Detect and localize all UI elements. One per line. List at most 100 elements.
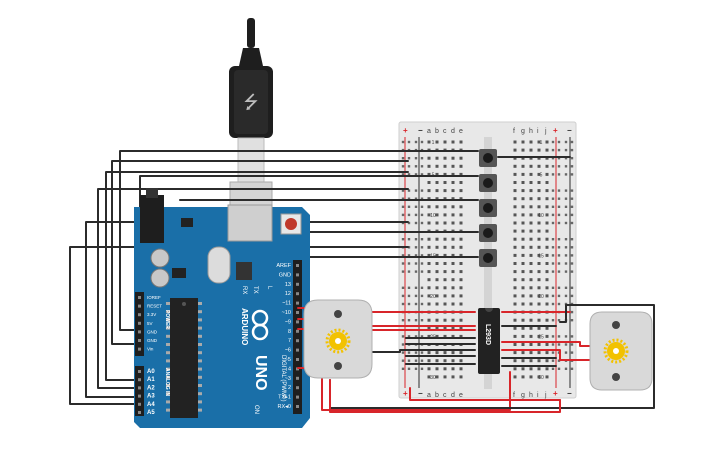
breadboard-column-h: h xyxy=(529,128,533,135)
dc-motor-right[interactable] xyxy=(589,311,653,391)
usb-icon: ⭍ xyxy=(244,92,259,113)
rail-minus-top-left: − xyxy=(418,126,423,135)
power-pin-label: GND xyxy=(147,338,158,343)
wire-black-2[interactable] xyxy=(111,160,409,345)
push-button-2[interactable] xyxy=(479,174,497,192)
breadboard-column-j: j xyxy=(544,128,547,135)
push-button-1[interactable] xyxy=(479,149,497,167)
breadboard-column-d-bottom: d xyxy=(451,392,455,399)
wire-red-chip-right-3[interactable] xyxy=(501,349,591,361)
breadboard-column-i-bottom: i xyxy=(537,392,539,399)
digital-pin-label: ~10 xyxy=(282,310,291,316)
digital-pin-label: ~3 xyxy=(285,376,291,382)
digital-header[interactable] xyxy=(293,260,302,414)
breadboard-row-number-30-right: 30 xyxy=(538,375,544,381)
breadboard-row-number-10: 10 xyxy=(430,213,436,219)
breadboard-row-number-20: 20 xyxy=(430,294,436,300)
digital-pin-label: GND xyxy=(279,272,291,278)
wire-black-motor-left[interactable] xyxy=(369,349,476,353)
breadboard-row-number-10-right: 10 xyxy=(538,213,544,219)
power-pin-label: RESET xyxy=(147,304,162,309)
digital-section-label: DIGITAL (PWM~) xyxy=(280,355,286,402)
arduino-uno-board[interactable]: ARDUINO UNO TX RX L ON DIGITAL (PWM~) AN… xyxy=(134,188,310,428)
wire-red-bottom-loop[interactable] xyxy=(329,379,561,413)
breadboard-column-c: c xyxy=(443,128,447,135)
breadboard-column-f-bottom: f xyxy=(513,392,515,399)
power-pin-label: GND xyxy=(147,329,158,334)
atmega-chip xyxy=(170,298,198,418)
l293d-driver-chip[interactable]: L293D xyxy=(478,308,500,374)
breadboard-row-number-15-right: 15 xyxy=(538,253,544,259)
digital-pin-label: 8 xyxy=(288,329,291,335)
breadboard-row-number-20-right: 20 xyxy=(538,294,544,300)
breadboard-holes[interactable] xyxy=(401,140,574,379)
analog-pin-label: A2 xyxy=(147,385,155,391)
breadboard-column-f: f xyxy=(513,128,515,135)
rail-plus-bottom-left: + xyxy=(403,389,408,398)
on-led-label: ON xyxy=(253,405,259,414)
arduino-model-label: UNO xyxy=(252,355,269,391)
rail-plus-bottom-right: + xyxy=(553,389,558,398)
wire-black-1[interactable] xyxy=(119,150,273,331)
wire-red-rail-bottom[interactable] xyxy=(409,387,561,401)
breadboard-column-g-bottom: g xyxy=(521,392,525,399)
breadboard-row-number-30: 30 xyxy=(430,375,436,381)
breadboard-column-i: i xyxy=(537,128,539,135)
digital-pin-label: ~6 xyxy=(285,348,291,354)
wires-front[interactable] xyxy=(297,304,655,413)
analog-pin-label: A1 xyxy=(147,377,155,383)
digital-pin-label: 7 xyxy=(288,338,291,344)
wire-red-chip-right-2[interactable] xyxy=(501,341,591,347)
analog-pin-label: A4 xyxy=(147,402,155,408)
rx-led-label: RX xyxy=(241,286,247,294)
analog-header[interactable] xyxy=(135,366,144,416)
breadboard-column-a: a xyxy=(427,128,431,135)
header-holes[interactable] xyxy=(138,264,299,414)
motor-left-gear-icon xyxy=(325,328,351,354)
rail-plus-top-left: + xyxy=(403,126,408,135)
breadboard-column-a-bottom: a xyxy=(427,392,431,399)
l-led-label: L xyxy=(266,286,272,290)
digital-pin-label: 12 xyxy=(285,291,291,297)
power-pin-label: 3.3V xyxy=(147,312,156,317)
breadboard-column-b: b xyxy=(435,128,439,135)
digital-pin-label: RX◂0 xyxy=(278,404,291,410)
digital-pin-label: ~9 xyxy=(285,319,291,325)
power-section-label: POWER xyxy=(164,310,170,329)
driver-chip-label: L293D xyxy=(484,324,491,345)
digital-pin-label: AREF xyxy=(276,263,291,269)
breadboard-column-e: e xyxy=(459,128,463,135)
reset-button[interactable] xyxy=(280,213,302,235)
breadboard-row-number-25-right: 25 xyxy=(538,334,544,340)
breadboard-column-c-bottom: c xyxy=(443,392,447,399)
rail-minus-top-right: − xyxy=(567,126,572,135)
digital-pin-label: 4 xyxy=(288,366,291,372)
breadboard-column-b-bottom: b xyxy=(435,392,439,399)
motor-right-gear-icon xyxy=(603,338,629,364)
power-pin-label: Vin xyxy=(147,347,154,352)
breadboard-row-number-5-right: 5 xyxy=(540,172,543,178)
push-button-4[interactable] xyxy=(479,224,497,242)
push-button-5[interactable] xyxy=(479,249,497,267)
digital-pin-label: ~11 xyxy=(282,301,291,307)
push-button-3[interactable] xyxy=(479,199,497,217)
dc-motor-left[interactable] xyxy=(303,299,373,379)
wire-black-3[interactable] xyxy=(105,171,409,381)
analog-section-label: ANALOG IN xyxy=(164,368,170,396)
analog-pin-label: A0 xyxy=(147,369,155,375)
breadboard-row-number-1: 1 xyxy=(432,140,435,146)
wire-black-4[interactable] xyxy=(97,188,409,389)
rail-plus-top-right: + xyxy=(553,126,558,135)
breadboard-column-g: g xyxy=(521,128,525,135)
digital-pin-label: ~5 xyxy=(285,357,291,363)
breadboard-column-h-bottom: h xyxy=(529,392,533,399)
wires[interactable] xyxy=(69,150,571,405)
atmega-chip-pins xyxy=(166,302,202,412)
push-buttons[interactable] xyxy=(479,149,497,267)
tx-led-label: TX xyxy=(252,286,258,294)
